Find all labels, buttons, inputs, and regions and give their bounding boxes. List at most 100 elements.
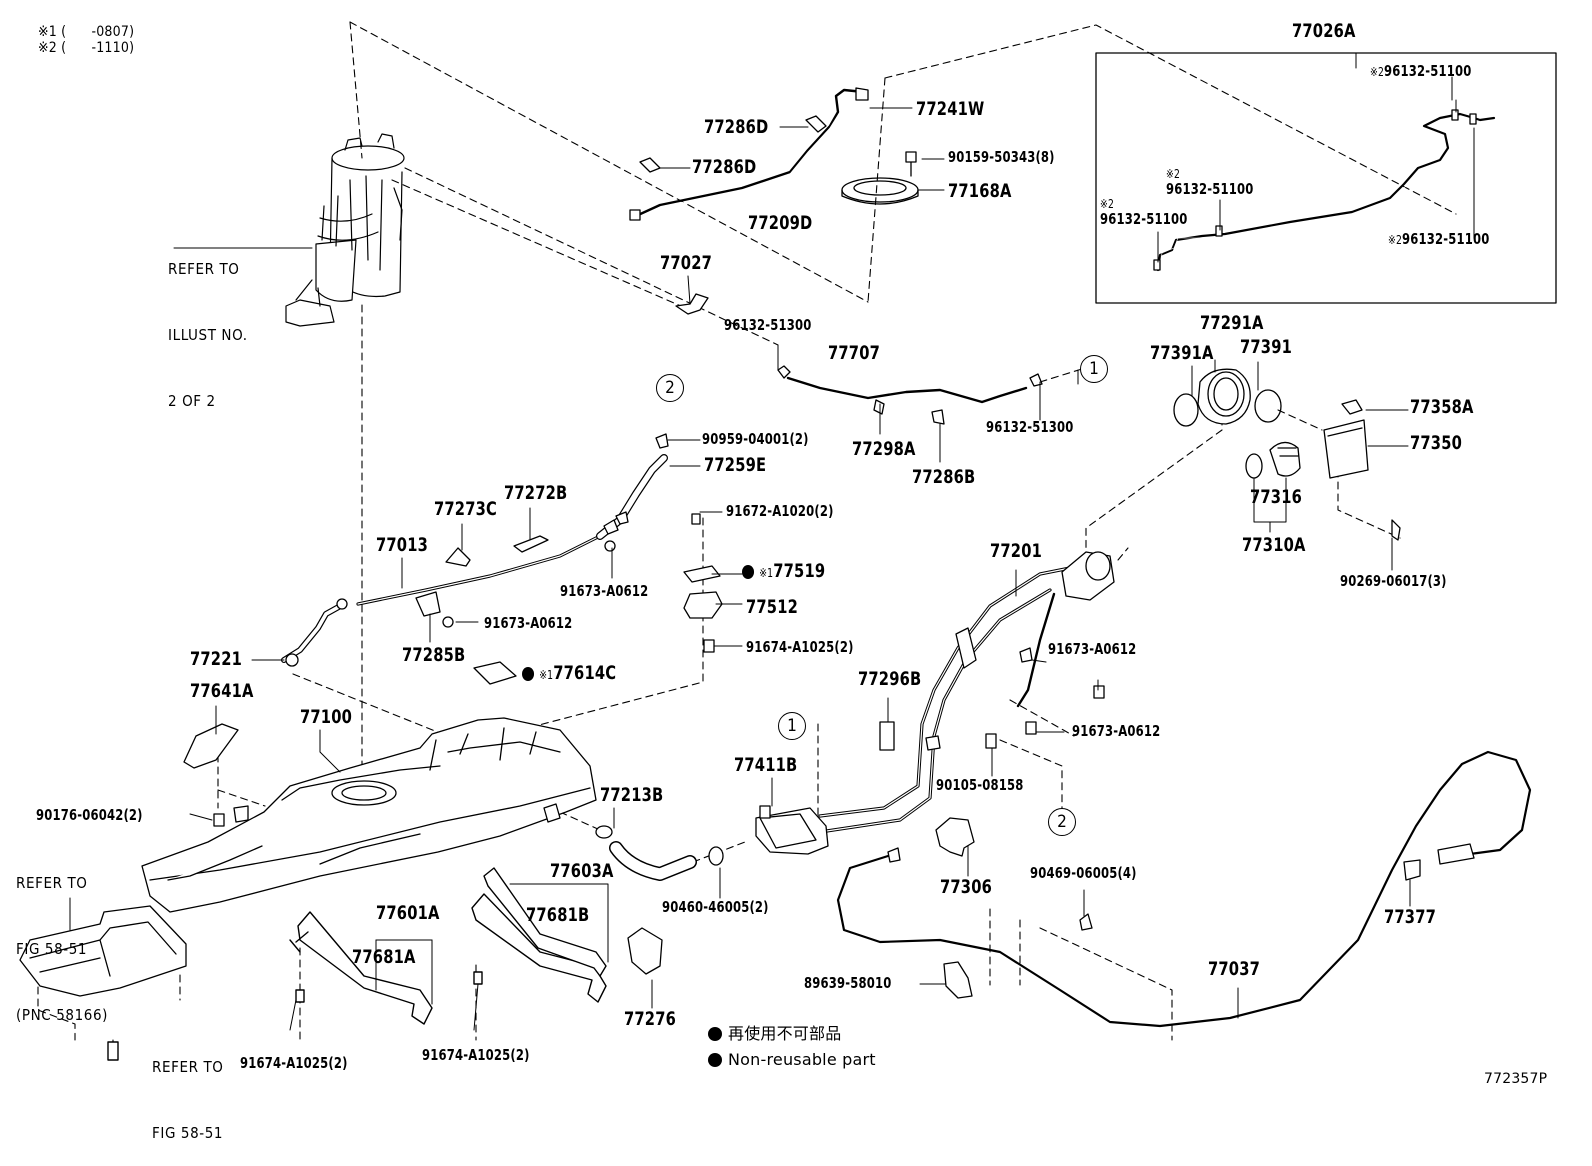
part-77291A: 77291A <box>1200 312 1264 334</box>
hose-77213B <box>595 825 724 881</box>
part-90159-50343: 90159-50343(8) <box>948 148 1055 166</box>
marker-2: ※2 <box>1388 233 1403 247</box>
marker-1: ※1 <box>759 566 774 580</box>
part-77310A: 77310A <box>1242 534 1306 556</box>
diagram-code: 772357P <box>1484 1071 1548 1087</box>
part-number: 77519 <box>773 560 826 582</box>
fuel-pump-assembly <box>285 133 405 327</box>
leader-lines <box>69 52 1453 1031</box>
part-77273C: 77273C <box>434 498 497 520</box>
part-91673-A0612-c: 91673-A0612 <box>1048 640 1137 658</box>
part-77272B: 77272B <box>504 482 568 504</box>
part-90176-06042: 90176-06042(2) <box>36 806 143 824</box>
refer-fig-pnc: REFER TO FIG 58-51 (PNC 58166) <box>16 828 108 1048</box>
part-90469-06005: 90469-06005(4) <box>1030 864 1137 882</box>
pad-77614C <box>473 661 517 685</box>
part-77201: 77201 <box>990 540 1043 562</box>
marker-1: ※1 <box>539 668 554 682</box>
marker-2: ※2 <box>1370 65 1385 79</box>
part-91673-A0612-b: 91673-A0612 <box>484 614 573 632</box>
legend-en: Non-reusable part <box>708 1052 876 1068</box>
note-range-2: ※2 ( -1110) <box>38 40 135 56</box>
part-77377: 77377 <box>1384 906 1437 928</box>
part-77391: 77391 <box>1240 336 1293 358</box>
filler-pipe-77201 <box>755 551 1115 855</box>
ref-line: (PNC 58166) <box>16 1006 108 1024</box>
part-77241W: 77241W <box>916 98 985 120</box>
legend-jp: 再使用不可部品 <box>708 1026 841 1042</box>
part-96132-51300-a: 96132-51300 <box>724 316 812 334</box>
gasket-77168A <box>841 151 919 205</box>
protector-plate <box>19 905 187 997</box>
tube-77707 <box>777 344 1043 425</box>
fuel-tank-straps <box>107 867 607 1061</box>
part-90269-06017: 90269-06017(3) <box>1340 572 1447 590</box>
part-77100: 77100 <box>300 706 353 728</box>
protector-77641A <box>183 723 239 769</box>
part-96132-51100-c: 96132-51100 <box>1100 210 1188 228</box>
note-range-1: ※1 ( -0807) <box>38 24 135 40</box>
tube-clamps <box>1153 109 1477 271</box>
opener-cable-77037 <box>836 750 1532 1028</box>
part-77276: 77276 <box>624 1008 677 1030</box>
inset-box-77026A <box>1095 52 1557 304</box>
marker-2: ※2 <box>1166 167 1181 181</box>
part-number: 96132-51100 <box>1384 62 1472 80</box>
part-89639-58010: 89639-58010 <box>804 974 892 992</box>
marker-2-c: ※2 <box>1100 196 1114 211</box>
part-96132-51100-a: ※296132-51100 <box>1370 64 1472 79</box>
part-77681A: 77681A <box>352 946 416 968</box>
part-77013: 77013 <box>376 534 429 556</box>
part-90105-08158: 90105-08158 <box>936 776 1024 794</box>
parts-diagram: ※1 ( -0807) ※2 ( -1110) REFER TO ILLUST … <box>16 21 1557 1142</box>
legend-jp-text: 再使用不可部品 <box>728 1024 842 1043</box>
non-reusable-dot <box>742 565 755 579</box>
part-96132-51100-b: 96132-51100 <box>1166 180 1254 198</box>
circle-ref-1: 1 <box>1080 355 1108 383</box>
ref-line: REFER TO <box>16 874 88 892</box>
clamp-77276 <box>627 927 663 975</box>
part-91674-A1025-b: 91674-A1025(2) <box>240 1054 348 1072</box>
part-77603A: 77603A <box>550 860 614 882</box>
non-reusable-dot <box>708 1027 722 1041</box>
part-77614C: ※177614C <box>522 664 616 683</box>
part-77306: 77306 <box>940 876 993 898</box>
clip-90469 <box>1079 913 1093 931</box>
part-91673-A0612-d: 91673-A0612 <box>1072 722 1161 740</box>
part-90959-04001: 90959-04001(2) <box>702 430 809 448</box>
part-91672-A1020: 91672-A1020(2) <box>726 502 834 520</box>
ref-line: ILLUST NO. <box>168 326 248 344</box>
part-number: 96132-51100 <box>1402 230 1490 248</box>
filler-gaskets <box>1173 368 1282 427</box>
protector-77272B <box>513 535 549 553</box>
part-77286D-a: 77286D <box>704 116 769 138</box>
part-77037: 77037 <box>1208 958 1261 980</box>
part-77285B: 77285B <box>402 644 466 666</box>
part-77259E: 77259E <box>704 454 767 476</box>
ref-line: FIG 58-51 <box>152 1124 224 1142</box>
part-77221: 77221 <box>190 648 243 670</box>
part-77296B: 77296B <box>858 668 922 690</box>
part-77209D: 77209D <box>748 212 813 234</box>
part-77519: ※177519 <box>742 562 825 581</box>
part-77286B: 77286B <box>912 466 976 488</box>
clamp-77273C <box>445 547 471 567</box>
non-reusable-dot <box>708 1053 722 1067</box>
marker-2-b: ※2 <box>1166 166 1180 181</box>
part-91674-A1025-a: 91674-A1025(2) <box>746 638 854 656</box>
part-90460-46005: 90460-46005(2) <box>662 898 769 916</box>
ref-line: 2 OF 2 <box>168 392 216 410</box>
part-77641A: 77641A <box>190 680 254 702</box>
part-77391A: 77391A <box>1150 342 1214 364</box>
clamp-77027 <box>675 293 709 315</box>
part-77601A: 77601A <box>376 902 440 924</box>
circle-ref-2: 2 <box>1048 808 1076 836</box>
clip-90269 <box>1391 519 1401 541</box>
part-91674-A1025-c: 91674-A1025(2) <box>422 1046 530 1064</box>
circle-ref-2: 2 <box>656 374 684 402</box>
part-77707: 77707 <box>828 342 881 364</box>
part-77512: 77512 <box>746 596 799 618</box>
part-77411B: 77411B <box>734 754 798 776</box>
circle-ref-1: 1 <box>778 712 806 740</box>
non-reusable-dot <box>522 667 535 681</box>
